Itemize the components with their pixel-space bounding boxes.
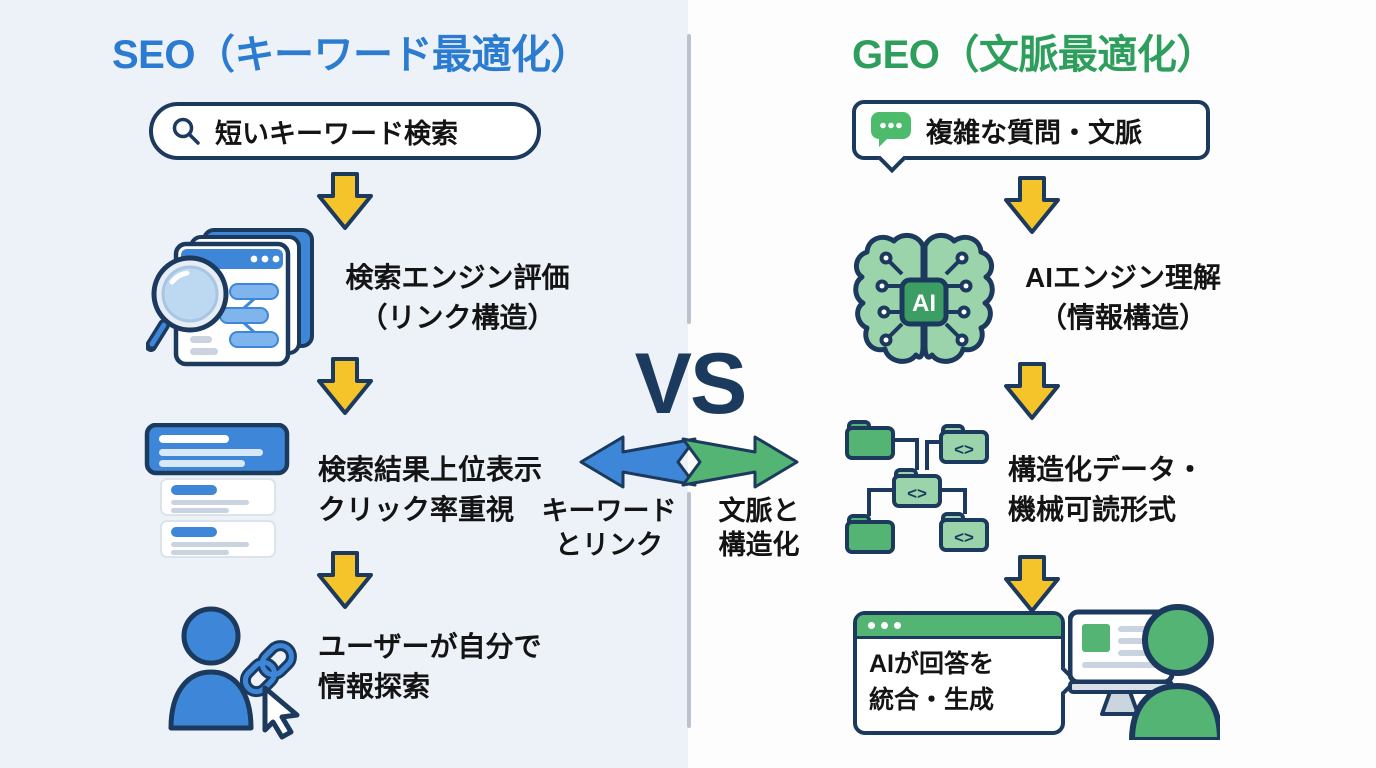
- seo-step1-line2: （リンク構造）: [359, 302, 556, 333]
- search-engine-pages-icon: [146, 228, 314, 367]
- geo-answer-bubble: AIが回答を 統合・生成: [853, 611, 1079, 735]
- geo-arrow-label-line2: 構造化: [718, 530, 800, 560]
- seo-step1-line1: 検索エンジン評価: [345, 262, 570, 293]
- seo-step3-text: ユーザーが自分で 情報探索: [318, 627, 588, 707]
- seo-step2-line2: クリック率重視: [318, 494, 515, 525]
- code-glyph: <>: [907, 484, 927, 503]
- search-results-icon: [144, 423, 290, 558]
- center-divider-bottom: [687, 492, 691, 728]
- down-arrow-icon: [317, 172, 373, 230]
- vs-label: VS: [634, 336, 748, 432]
- user-link-cursor-icon: [168, 606, 300, 740]
- ai-chip-label: AI: [912, 290, 936, 317]
- window-dot-icon: [894, 622, 901, 629]
- speech-tail: [877, 144, 907, 174]
- down-arrow-icon: [1004, 176, 1060, 234]
- code-glyph: <>: [954, 528, 974, 547]
- geo-step2-text: 構造化データ・ 機械可読形式: [1008, 450, 1268, 530]
- center-divider-top: [687, 34, 691, 324]
- structured-data-tree-icon: <> <> <>: [845, 420, 989, 554]
- geo-step1-line1: AIエンジン理解: [1024, 262, 1221, 293]
- down-arrow-icon: [317, 551, 373, 609]
- geo-step2-line2: 機械可読形式: [1008, 494, 1177, 525]
- seo-step2-text: 検索結果上位表示 クリック率重視: [318, 450, 588, 530]
- geo-arrow-label: 文脈と 構造化: [700, 494, 818, 562]
- geo-step3-line1: AIが回答を: [869, 650, 995, 678]
- seo-search-box: 短いキーワード検索: [149, 102, 541, 160]
- down-arrow-icon: [1004, 362, 1060, 420]
- window-dot-icon: [881, 622, 888, 629]
- browser-titlebar: [857, 615, 1061, 639]
- geo-arrow-label-line1: 文脈と: [718, 496, 800, 526]
- geo-step1-line2: （情報構造）: [1038, 302, 1207, 333]
- down-arrow-icon: [317, 357, 373, 415]
- seo-step3-line2: 情報探索: [318, 671, 431, 702]
- geo-step2-line1: 構造化データ・: [1008, 454, 1205, 485]
- seo-arrow-label-line1: キーワード: [541, 496, 677, 526]
- code-glyph: <>: [954, 440, 974, 459]
- ai-brain-icon: AI: [853, 232, 995, 364]
- seo-search-label: 短いキーワード検索: [215, 118, 458, 149]
- search-icon: [172, 117, 200, 145]
- geo-step1-text: AIエンジン理解 （情報構造）: [998, 258, 1248, 338]
- keyword-left-arrow-icon: [579, 435, 697, 489]
- context-right-arrow-icon: [681, 435, 799, 489]
- geo-step3-text: AIが回答を 統合・生成: [857, 639, 1061, 718]
- geo-question-box: 複雑な質問・文脈: [852, 100, 1210, 174]
- user-at-screen-icon: [1068, 604, 1220, 740]
- seo-arrow-label-line2: とリンク: [555, 530, 663, 560]
- seo-step3-line1: ユーザーが自分で: [318, 631, 542, 662]
- seo-step1-text: 検索エンジン評価 （リンク構造）: [330, 258, 585, 338]
- seo-arrow-label: キーワード とリンク: [538, 494, 680, 562]
- window-dot-icon: [868, 622, 875, 629]
- geo-question-label: 複雑な質問・文脈: [926, 117, 1142, 148]
- down-arrow-icon: [1004, 555, 1060, 613]
- seo-step2-line1: 検索結果上位表示: [318, 454, 543, 485]
- geo-step3-line2: 統合・生成: [869, 686, 995, 714]
- seo-title: SEO（キーワード最適化）: [112, 33, 590, 77]
- geo-title: GEO（文脈最適化）: [852, 33, 1216, 77]
- chat-bubble-icon: [871, 112, 911, 147]
